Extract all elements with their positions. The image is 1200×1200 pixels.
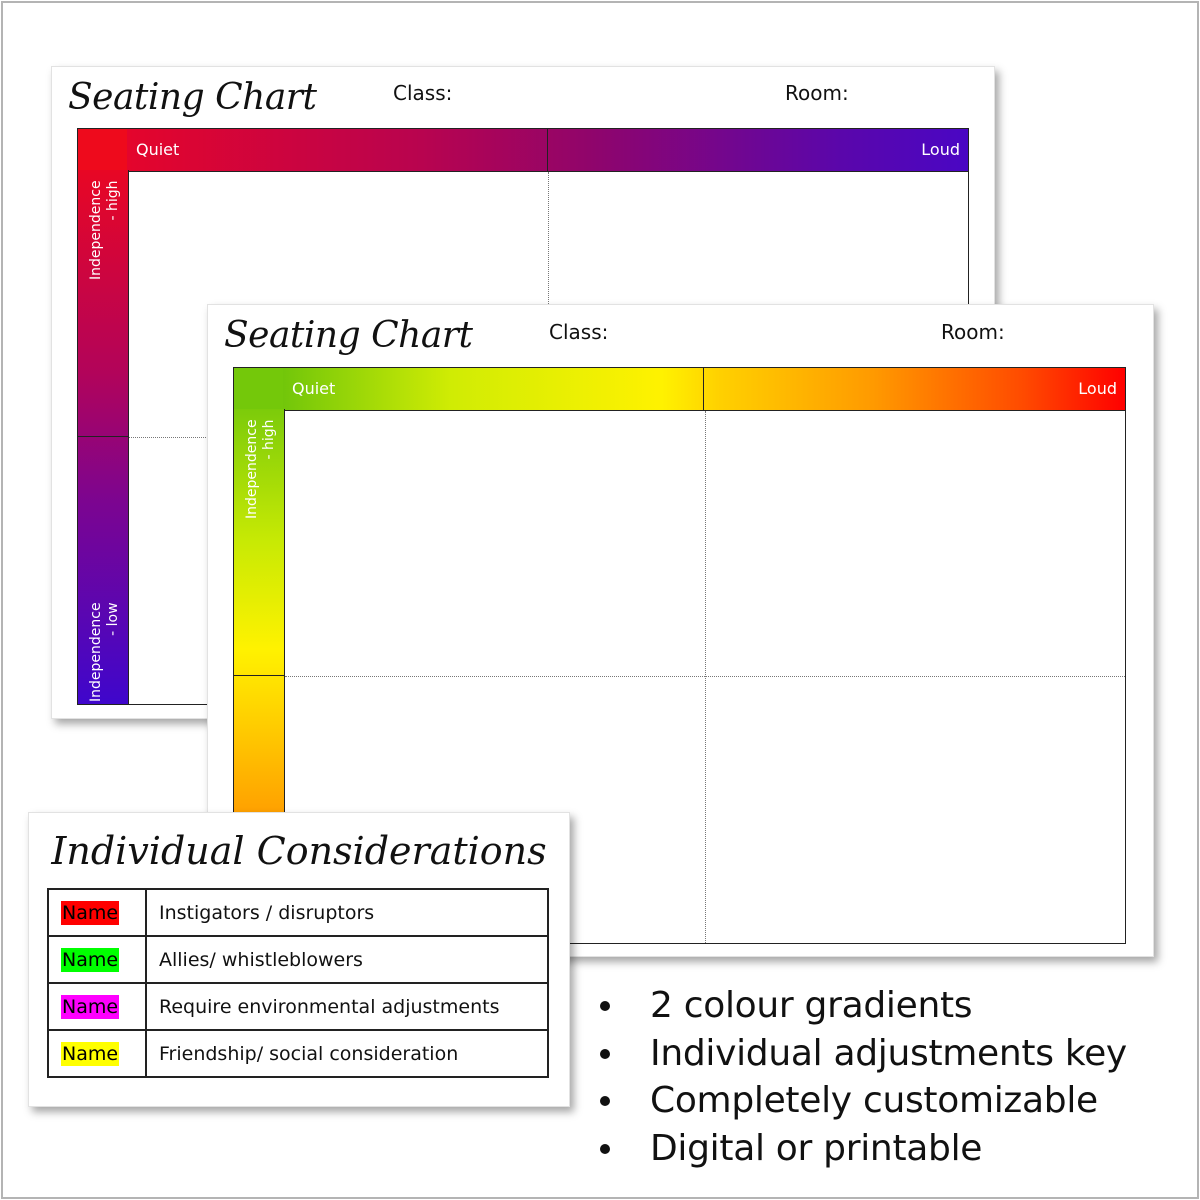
back-independence-high-label: Independence - high [88, 180, 121, 280]
green-name-swatch[interactable]: Name [61, 947, 120, 972]
feature-item: 2 colour gradients [596, 982, 1127, 1030]
front-noise-bar: Quiet Loud [283, 368, 1125, 411]
red-name-swatch[interactable]: Name [61, 900, 120, 925]
back-independence-divider [78, 436, 128, 437]
feature-item: Completely customizable [596, 1077, 1127, 1125]
key-description: Allies/ whistleblowers [145, 935, 549, 984]
key-row: Name Instigators / disruptors [47, 888, 549, 937]
front-loud-label: Loud [1078, 379, 1117, 398]
front-grid-corner [234, 368, 285, 411]
front-grid-horizontal-divider [285, 676, 1125, 677]
back-noise-bar: Quiet Loud [127, 129, 968, 172]
features-list: 2 colour gradients Individual adjustment… [596, 982, 1127, 1172]
front-independence-high-label: Independence - high [244, 419, 277, 519]
front-seating-chart-card: Seating Chart Class: Room: Quiet Loud In… [207, 304, 1154, 957]
back-independence-low-label: Independence - low [88, 602, 121, 702]
back-room-label: Room: [785, 81, 849, 105]
yellow-name-swatch[interactable]: Name [61, 1041, 120, 1066]
bullet-icon [600, 1001, 610, 1011]
key-row: Name Friendship/ social consideration [47, 1029, 549, 1078]
back-loud-label: Loud [921, 140, 960, 159]
front-quiet-label: Quiet [292, 379, 336, 398]
key-row: Name Allies/ whistleblowers [47, 935, 549, 984]
back-grid-corner [78, 129, 129, 172]
magenta-name-swatch[interactable]: Name [61, 994, 120, 1019]
front-room-label: Room: [941, 320, 1005, 344]
front-chart-title: Seating Chart [224, 315, 473, 356]
bullet-icon [600, 1096, 610, 1106]
key-description: Friendship/ social consideration [145, 1029, 549, 1078]
front-grid-vertical-divider [705, 411, 706, 943]
back-quiet-label: Quiet [136, 140, 180, 159]
front-class-label: Class: [549, 320, 609, 344]
back-chart-title: Seating Chart [68, 77, 317, 118]
bullet-icon [600, 1143, 610, 1154]
key-description: Instigators / disruptors [145, 888, 549, 937]
individual-considerations-card: Individual Considerations Name Instigato… [28, 812, 570, 1107]
feature-item: Individual adjustments key [596, 1030, 1127, 1078]
front-independence-divider [234, 675, 284, 676]
back-class-label: Class: [393, 81, 453, 105]
considerations-key-table: Name Instigators / disruptors Name Allie… [47, 888, 549, 1078]
back-noise-bar-divider [547, 129, 548, 171]
key-row: Name Require environmental adjustments [47, 982, 549, 1031]
feature-item: Digital or printable [596, 1125, 1127, 1173]
front-noise-bar-divider [703, 368, 704, 410]
bullet-icon [600, 1048, 610, 1059]
back-independence-bar: Independence - high Independence - low [78, 170, 129, 704]
key-title: Individual Considerations [51, 829, 547, 873]
key-description: Require environmental adjustments [145, 982, 549, 1031]
